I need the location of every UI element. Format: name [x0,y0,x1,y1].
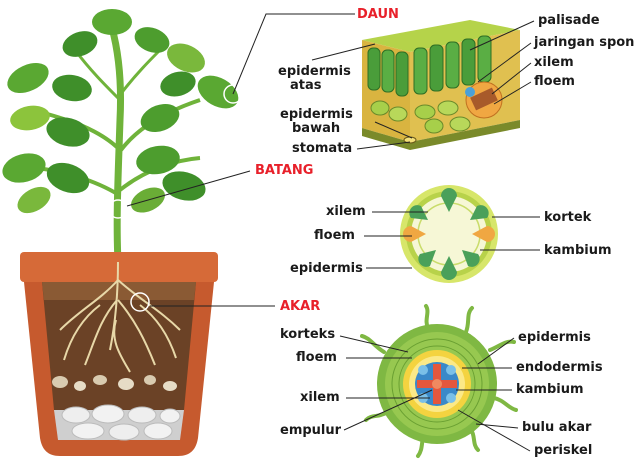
label-stem-kortek: kortek [544,210,592,225]
leaf [46,162,90,194]
leaf [2,153,46,183]
label-epidermis-atas-line1: epidermis [278,64,351,79]
soil [42,282,196,410]
leaf-pointers [311,20,535,150]
leaf [92,9,132,35]
leaf [162,171,206,201]
label-leaf-xilem: xilem [534,55,574,70]
label-stem-epidermis: epidermis [290,261,363,276]
label-leaf-floem: floem [534,74,575,89]
label-epidermis-bawah-line2: bawah [292,121,341,136]
section-title-daun: DAUN [357,7,399,22]
soil-stones [52,375,177,391]
leaf [46,117,90,147]
plant-stem [108,27,125,263]
section-title-akar: AKAR [280,299,321,314]
leaf [7,62,49,94]
leaf [136,145,180,175]
label-root-kambium: kambium [516,382,584,397]
leaf [10,105,50,131]
label-root-endodermis: endodermis [516,360,603,375]
leaf [197,75,239,109]
leaf [62,31,98,57]
stem-pointers [364,211,540,269]
root-pointers [339,335,531,452]
daun-pointer [232,13,355,95]
label-root-empulur: empulur [280,423,342,438]
leaf-cross-section [362,20,520,150]
leaf [160,71,196,97]
soil-top [42,282,196,300]
stem-marker [108,199,128,219]
label-epidermis-bawah-line1: epidermis [280,107,353,122]
label-stomata: stomata [292,141,353,156]
leaf-cluster [2,9,239,214]
batang-pointer [126,170,251,207]
root-marker [130,292,150,312]
label-root-bulu-akar: bulu akar [522,420,592,435]
label-palisade: palisade [538,13,600,28]
plant-illustration [2,9,355,456]
root-cross-section [360,304,518,458]
gravel-stones [61,404,181,441]
label-stem-floem: floem [314,228,355,243]
leaf [140,103,180,133]
leaf-xylem [470,87,498,111]
label-jaringan-spon: jaringan spon [534,35,635,50]
palisade-cells [367,35,492,97]
root-cortex-cells [391,338,483,430]
label-root-periskel: periskel [534,443,593,458]
leaf-top-surface [362,20,520,52]
leaf [134,27,170,53]
leaf [167,43,205,73]
root-pith [432,379,442,389]
label-root-korteks: korteks [280,327,336,342]
label-root-floem: floem [296,350,337,365]
pot-rim [20,252,218,282]
label-root-xilem: xilem [300,390,340,405]
stem-cross-section [400,185,498,283]
leaf-marker [223,84,243,104]
leaf [52,74,92,102]
stem-bundles [403,188,495,280]
label-stem-xilem: xilem [326,204,366,219]
leaf [17,186,51,214]
spongy-cells [370,100,471,134]
label-stem-kambium: kambium [544,243,612,258]
label-epidermis-atas-line2: atas [290,78,322,93]
label-root-epidermis: epidermis [518,330,591,345]
section-title-batang: BATANG [255,163,314,178]
leaf-vein-blue [465,87,475,97]
leaf-bottom-epidermis [362,120,520,150]
